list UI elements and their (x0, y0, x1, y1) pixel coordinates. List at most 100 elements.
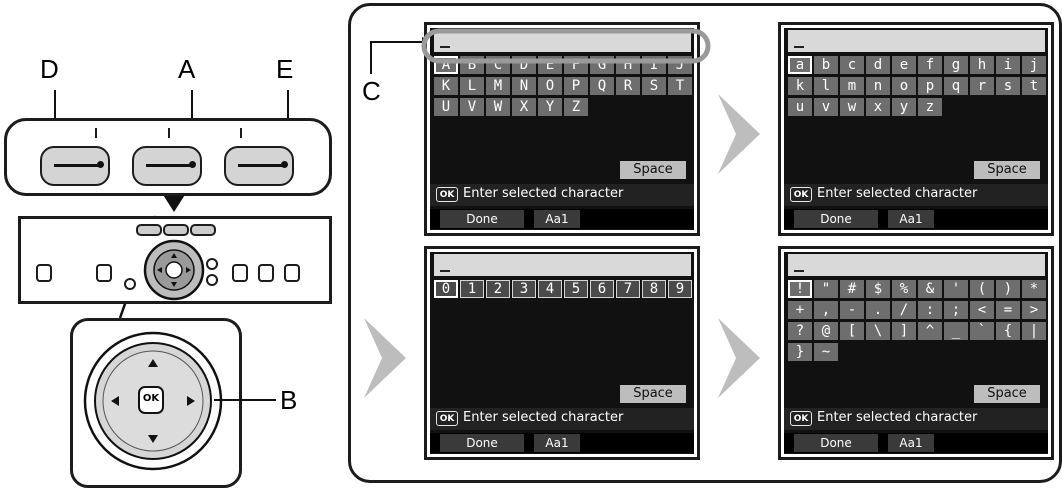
character-key[interactable]: U (434, 98, 458, 116)
space-key[interactable]: Space (974, 161, 1040, 179)
character-key[interactable]: 5 (564, 280, 588, 298)
character-key[interactable]: * (1022, 280, 1046, 298)
character-key[interactable]: : (918, 301, 942, 319)
character-key[interactable]: K (434, 77, 458, 95)
character-key[interactable]: _ (944, 322, 968, 340)
character-key[interactable]: = (996, 301, 1020, 319)
character-key[interactable]: " (814, 280, 838, 298)
text-input-field[interactable] (434, 30, 691, 52)
character-key[interactable]: d (866, 56, 890, 74)
done-softkey[interactable]: Done (794, 434, 878, 452)
character-key[interactable]: f (918, 56, 942, 74)
input-mode-softkey[interactable]: Aa1 (534, 434, 580, 452)
character-key[interactable]: Z (564, 98, 588, 116)
character-key[interactable]: t (1022, 77, 1046, 95)
character-key[interactable]: R (616, 77, 640, 95)
character-key[interactable]: ] (892, 322, 916, 340)
character-key[interactable]: > (1022, 301, 1046, 319)
character-key[interactable]: ^ (918, 322, 942, 340)
character-key[interactable]: ` (970, 322, 994, 340)
character-key[interactable]: g (944, 56, 968, 74)
input-mode-softkey[interactable]: Aa1 (534, 210, 580, 228)
character-key[interactable]: W (486, 98, 510, 116)
character-key[interactable]: $ (866, 280, 890, 298)
character-key[interactable]: i (996, 56, 1020, 74)
done-softkey[interactable]: Done (794, 210, 878, 228)
character-key[interactable]: - (840, 301, 864, 319)
character-key[interactable]: l (814, 77, 838, 95)
character-key[interactable]: & (918, 280, 942, 298)
character-key[interactable]: 1 (460, 280, 484, 298)
character-key[interactable]: \ (866, 322, 890, 340)
character-key[interactable]: q (944, 77, 968, 95)
character-key[interactable]: < (970, 301, 994, 319)
character-key[interactable]: X (512, 98, 536, 116)
character-key[interactable]: v (814, 98, 838, 116)
character-key[interactable]: k (788, 77, 812, 95)
ok-button[interactable]: OK (138, 386, 164, 414)
character-key[interactable]: % (892, 280, 916, 298)
character-key[interactable]: 3 (512, 280, 536, 298)
character-key[interactable]: ' (944, 280, 968, 298)
character-key[interactable]: ? (788, 322, 812, 340)
character-key[interactable]: s (996, 77, 1020, 95)
character-key[interactable]: p (918, 77, 942, 95)
character-key[interactable]: n (866, 77, 890, 95)
character-key[interactable]: V (460, 98, 484, 116)
character-key[interactable]: + (788, 301, 812, 319)
character-key[interactable]: 8 (642, 280, 666, 298)
character-key[interactable]: [ (840, 322, 864, 340)
character-key[interactable]: r (970, 77, 994, 95)
right-function-button[interactable] (224, 146, 294, 186)
character-key[interactable]: m (840, 77, 864, 95)
character-key[interactable]: ( (970, 280, 994, 298)
character-key[interactable]: L (460, 77, 484, 95)
center-function-button[interactable] (132, 146, 202, 186)
character-key[interactable]: ~ (814, 343, 838, 361)
text-input-field[interactable] (788, 254, 1045, 276)
character-key[interactable]: ) (996, 280, 1020, 298)
character-key[interactable]: . (866, 301, 890, 319)
text-input-field[interactable] (434, 254, 691, 276)
character-key[interactable]: N (512, 77, 536, 95)
character-key[interactable]: y (892, 98, 916, 116)
character-key[interactable]: h (970, 56, 994, 74)
character-key[interactable]: e (892, 56, 916, 74)
character-key[interactable]: 0 (434, 280, 458, 298)
character-key[interactable]: x (866, 98, 890, 116)
character-key[interactable]: o (892, 77, 916, 95)
character-key[interactable]: S (642, 77, 666, 95)
done-softkey[interactable]: Done (440, 434, 524, 452)
text-input-field[interactable] (788, 30, 1045, 52)
character-key[interactable]: w (840, 98, 864, 116)
character-key[interactable]: 6 (590, 280, 614, 298)
character-key[interactable]: M (486, 77, 510, 95)
character-key[interactable]: / (892, 301, 916, 319)
character-key[interactable]: 9 (668, 280, 692, 298)
character-key[interactable]: j (1022, 56, 1046, 74)
character-key[interactable]: Y (538, 98, 562, 116)
character-key[interactable]: , (814, 301, 838, 319)
character-key[interactable]: a (788, 56, 812, 74)
left-function-button[interactable] (40, 146, 110, 186)
character-key[interactable]: u (788, 98, 812, 116)
character-key[interactable]: b (814, 56, 838, 74)
character-key[interactable]: Q (590, 77, 614, 95)
character-key[interactable]: P (564, 77, 588, 95)
input-mode-softkey[interactable]: Aa1 (888, 434, 934, 452)
character-key[interactable]: ; (944, 301, 968, 319)
character-key[interactable]: | (1022, 322, 1046, 340)
character-key[interactable]: # (840, 280, 864, 298)
character-key[interactable]: 2 (486, 280, 510, 298)
space-key[interactable]: Space (620, 161, 686, 179)
character-key[interactable]: c (840, 56, 864, 74)
character-key[interactable]: @ (814, 322, 838, 340)
character-key[interactable]: O (538, 77, 562, 95)
space-key[interactable]: Space (620, 385, 686, 403)
character-key[interactable]: { (996, 322, 1020, 340)
character-key[interactable]: z (918, 98, 942, 116)
character-key[interactable]: 4 (538, 280, 562, 298)
character-key[interactable]: T (668, 77, 692, 95)
character-key[interactable]: ! (788, 280, 812, 298)
character-key[interactable]: 7 (616, 280, 640, 298)
